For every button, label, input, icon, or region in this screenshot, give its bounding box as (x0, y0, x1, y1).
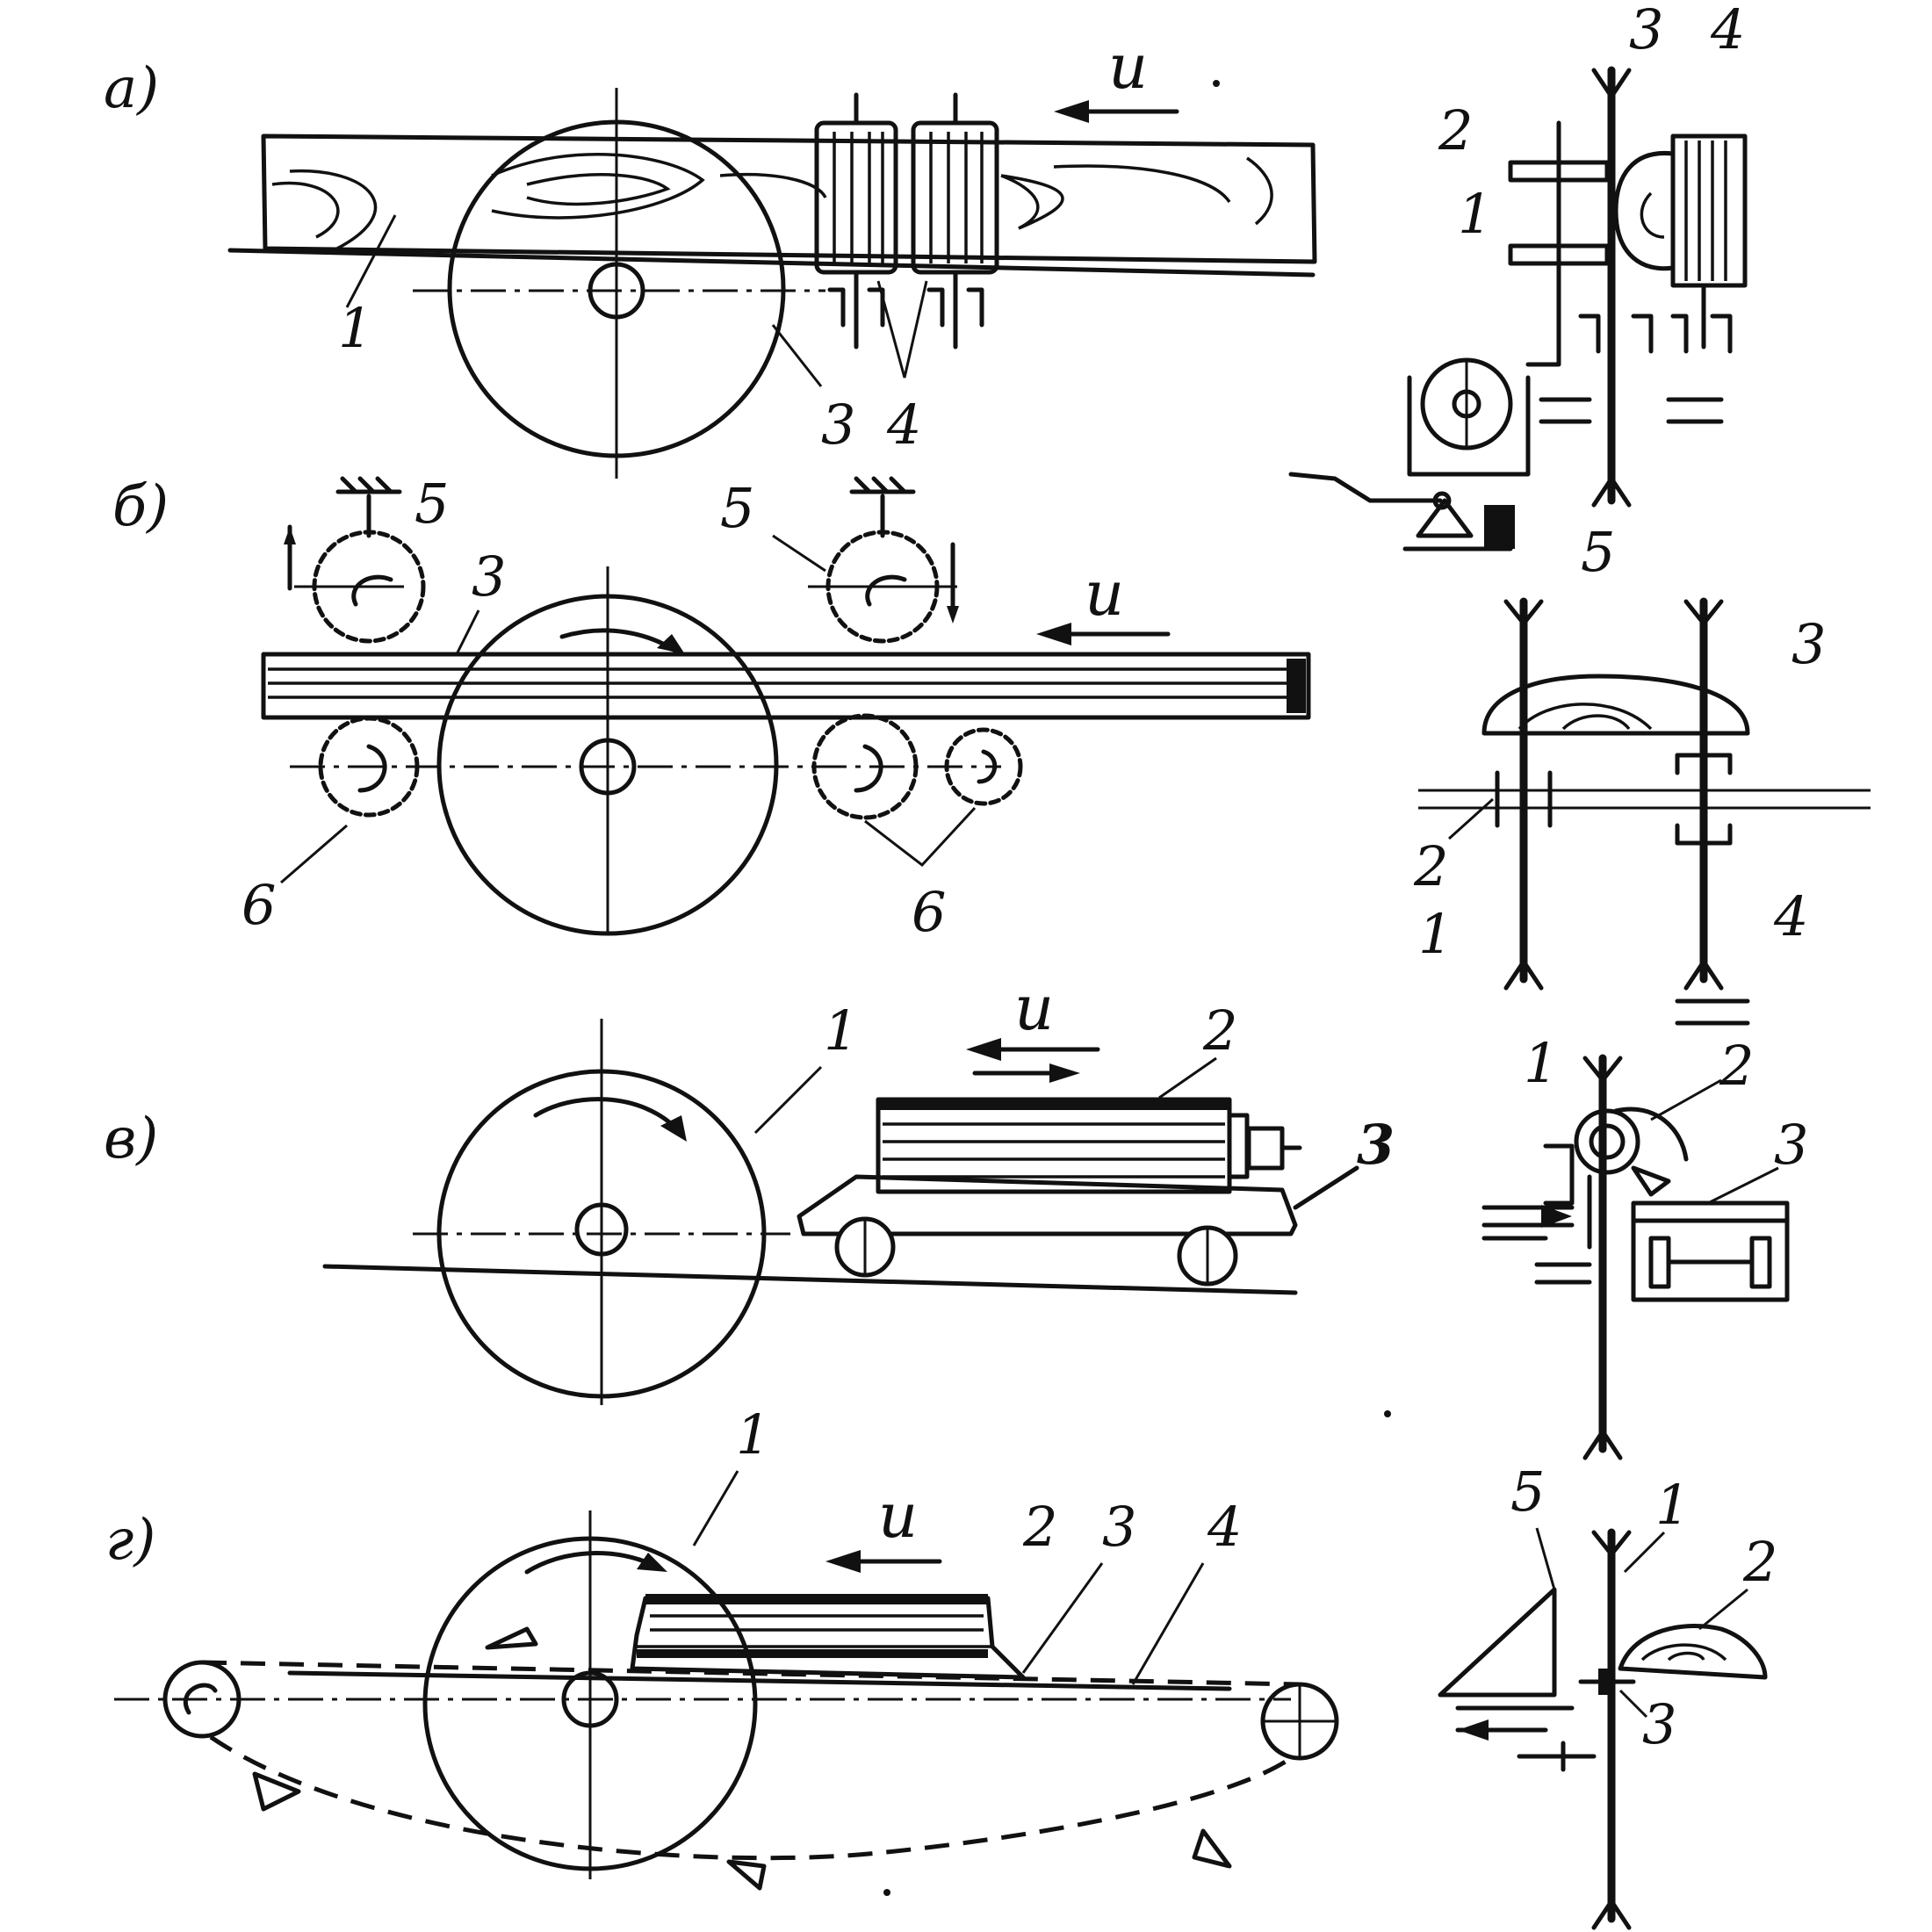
panel-g-dog-1 (485, 1626, 538, 1650)
panel-a-side-part-3-label: 3 (1629, 0, 1663, 61)
panel-v-side-part-3-label: 3 (1774, 1113, 1808, 1177)
panel-g: г) u 1 (105, 1402, 1777, 1930)
panel-g-part-4-label: 4 (1207, 1495, 1242, 1559)
panel-a-side-part-4-label: 4 (1710, 0, 1745, 61)
panel-b-part-6-left-label: 6 (242, 873, 276, 937)
panel-g-part-2-label: 2 (1022, 1495, 1057, 1559)
panel-v-side-part-2-leader (1650, 1078, 1722, 1121)
scan-speck (883, 1889, 890, 1896)
panel-g-side-part-2-label: 2 (1742, 1530, 1777, 1594)
panel-b-board (261, 652, 1311, 720)
panel-g-table-line (287, 1670, 1232, 1691)
panel-g-arbor (561, 1670, 619, 1728)
panel-g-feed-label: u (878, 1480, 918, 1552)
panel-b-side-part-2-label: 2 (1413, 834, 1448, 898)
panel-g-part-3-leader (1021, 1562, 1104, 1674)
panel-g-part-4-leader (1131, 1562, 1205, 1685)
panel-b-feed-label: u (1085, 558, 1124, 630)
scan-speck (1384, 1410, 1391, 1417)
panel-b: б) u (112, 472, 1871, 1026)
panel-a-side-part-1-label: 1 (1458, 182, 1492, 246)
panel-b-part-5-right-leader (772, 534, 826, 573)
panel-b-side-part-2-leader (1447, 797, 1495, 840)
panel-v-arbor (574, 1202, 629, 1257)
panel-a-table-line (227, 248, 1316, 278)
panel-v-part-2-leader (1158, 1056, 1217, 1099)
panel-v-carriage (797, 1097, 1302, 1287)
panel-g-side-part-3-label: 3 (1642, 1692, 1676, 1756)
panel-a-side-part-5-label: 5 (1581, 520, 1615, 584)
panel-g-side-part-5-leader (1535, 1527, 1556, 1590)
panel-b-part-6-right-label: 6 (912, 880, 946, 944)
panel-b-lower-rollers (318, 713, 1023, 820)
panel-v-rotation-arrow (533, 1097, 683, 1135)
panel-g-part-1-label: 1 (736, 1402, 770, 1467)
panel-a-workpiece (261, 133, 1317, 264)
panel-g-board (630, 1594, 1026, 1680)
panel-g-dog-4 (726, 1859, 767, 1891)
panel-a-arbor (588, 262, 645, 320)
panel-g-feed-arrow (825, 1550, 942, 1573)
panel-v-side-part-1-label: 1 (1524, 1031, 1558, 1095)
panel-b-side-part-3-label: 3 (1791, 612, 1826, 676)
panel-g-side-view (1438, 1528, 1768, 1930)
panel-b-side-part-1-label: 1 (1418, 902, 1453, 966)
panel-g-side-part-1-leader (1623, 1531, 1666, 1574)
panel-v-side-part-2-label: 2 (1719, 1034, 1754, 1098)
panel-b-side-part-4-label: 4 (1773, 884, 1808, 948)
panel-b-feed-arrow (1036, 623, 1171, 645)
panel-v-part-3-leader (1293, 1165, 1359, 1210)
panel-g-dog-3 (1192, 1828, 1232, 1869)
panel-v-part-1-label: 1 (824, 998, 858, 1063)
panel-g-part-3-label: 3 (1102, 1495, 1136, 1559)
panel-g-left-pulley-arrow (183, 1683, 218, 1715)
panel-b-rotation-arrow (559, 628, 683, 657)
panel-g-dog-2 (252, 1771, 301, 1812)
panel-v-side-view (1481, 1054, 1790, 1460)
panel-v-feed-arrows (966, 1038, 1100, 1083)
panel-b-label: б) (112, 474, 169, 539)
panel-a-part-1-label: 1 (338, 296, 372, 360)
panel-v-rail (322, 1264, 1298, 1295)
panel-g-chain-lower (209, 1734, 1293, 1861)
panel-a-label: а) (104, 56, 159, 121)
panel-a-side-view (1288, 66, 1748, 551)
panel-a-part-3-leader (771, 324, 823, 387)
panel-a-feed-label: u (1108, 31, 1148, 103)
panel-v-part-2-label: 2 (1202, 998, 1237, 1063)
panel-g-label: г) (105, 1508, 155, 1573)
panel-a: а) u 1 (104, 0, 1748, 584)
panel-g-side-part-1-label: 1 (1655, 1473, 1690, 1537)
panel-v-side-part-3-leader (1707, 1166, 1779, 1205)
panel-g-side-part-5-label: 5 (1510, 1460, 1545, 1524)
panel-v-part-3-label: 3 (1357, 1113, 1395, 1177)
panel-v-label: в) (104, 1107, 158, 1171)
panel-a-feed-arrow (1054, 100, 1179, 123)
panel-a-part-4-leader (876, 280, 928, 378)
panel-a-part-3-label: 3 (821, 393, 855, 457)
panel-v: в) u 1 (104, 972, 1808, 1460)
panel-b-arbor (579, 738, 637, 796)
panel-b-part-6-right-leader (864, 806, 977, 868)
panel-g-side-part-2-leader (1698, 1588, 1748, 1631)
panel-b-side-view (1418, 597, 1871, 1026)
panel-g-part-1-leader (692, 1470, 739, 1546)
panel-g-side-part-3-leader (1618, 1689, 1648, 1719)
panel-b-part-3-label: 3 (472, 544, 506, 609)
panel-v-part-1-leader (753, 1065, 823, 1135)
panel-b-part-6-left-leader (280, 824, 348, 884)
panel-v-feed-label: u (1014, 972, 1054, 1044)
panel-a-feed-rollers (814, 92, 999, 350)
panel-b-part-5-right-label: 5 (720, 476, 754, 540)
panel-b-part-5-left-label: 5 (415, 472, 449, 536)
panel-b-part-3-leader (455, 609, 480, 655)
panel-a-side-part-2-label: 2 (1438, 98, 1473, 162)
panel-b-upper-rollers (284, 476, 959, 644)
panel-a-part-1-leader (345, 214, 397, 308)
panel-a-part-4-label: 4 (886, 393, 921, 457)
scan-speck (1213, 80, 1220, 87)
